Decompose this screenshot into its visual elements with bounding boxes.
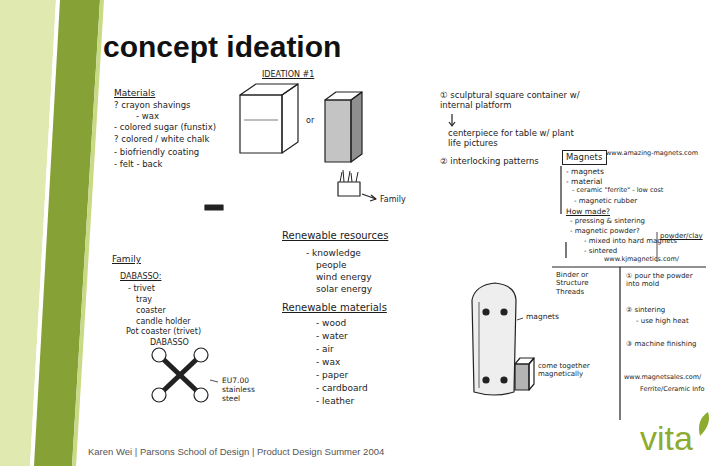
- sketch-note: DABASSO:: [120, 272, 161, 282]
- sketch-note: DABASSO: [150, 338, 189, 348]
- sketch-note: EU7.00 stainless steel: [222, 376, 274, 403]
- sketch-note: ? crayon shavings: [114, 100, 191, 110]
- sketch-note: - water: [316, 331, 348, 342]
- sketch-note: - wax: [136, 111, 159, 121]
- trivet-sketch: [152, 348, 218, 402]
- logo-text: vita: [640, 418, 693, 459]
- note-heading: Family: [112, 254, 141, 265]
- scribble: [205, 205, 223, 210]
- sketch-note: www.magnetsales.com/: [624, 374, 701, 382]
- sketch-note: coaster: [136, 306, 166, 316]
- down-arrow: [449, 114, 455, 126]
- sketch-note: or: [306, 116, 314, 126]
- sketch-note: magnets: [526, 312, 559, 321]
- logo-leaf: [699, 412, 709, 436]
- sketches: [152, 84, 706, 420]
- small-cube-sketch: [515, 358, 534, 390]
- sketch-note: - knowledge: [306, 248, 361, 259]
- sketch-note: Family: [380, 195, 406, 205]
- sketch-note: ① sculptural square container w/ interna…: [440, 90, 590, 110]
- note-heading: Renewable resources: [282, 230, 388, 242]
- sketch-note: ① pour the powder into mold: [626, 272, 704, 289]
- sketch-note: come together magnetically: [538, 362, 598, 379]
- sketch-note: - magnetic powder?: [570, 227, 640, 235]
- sketch-note: Pot coaster (trivet): [126, 327, 201, 337]
- sketch-note: candle holder: [136, 317, 191, 327]
- sketch-note: - cardboard: [316, 383, 368, 394]
- sketch-note: tray: [136, 295, 152, 305]
- sketch-note: people: [316, 260, 347, 271]
- sketch-note: www.amazing-magnets.com: [606, 150, 698, 158]
- sketch-note: - air: [316, 344, 334, 355]
- tall-box-sketch: [325, 92, 362, 162]
- olive-stripe: [34, 0, 100, 466]
- sketch-note: - pressing & sintering: [570, 217, 645, 225]
- sketch-note: - biofriendly coating: [114, 147, 199, 157]
- sketch-note: - material: [566, 177, 602, 186]
- sketch-note: - leather: [316, 396, 354, 407]
- sketch-note: - wood: [316, 318, 346, 329]
- boxed-heading: Magnets: [562, 150, 607, 165]
- sketch-note: ? colored / white chalk: [114, 134, 209, 144]
- sketch-note: - magnets: [566, 167, 604, 176]
- sketch-note: powder/clay: [660, 232, 703, 240]
- node-text: Magnets: [566, 152, 603, 162]
- cube-sketch: [240, 84, 298, 153]
- sketch-note: wind energy: [316, 272, 372, 283]
- sketch-note: solar energy: [316, 284, 372, 295]
- note-heading: Renewable materials: [282, 302, 387, 314]
- plant-box-sketch: [338, 170, 376, 201]
- sketch-note: - colored sugar (funstix): [114, 122, 216, 132]
- sketch-note: - paper: [316, 370, 348, 381]
- slide-title: concept ideation: [103, 30, 341, 64]
- sketch-note: - wax: [316, 357, 340, 368]
- sketch-note: www.kjmagnetics.com/: [604, 256, 679, 264]
- sketch-note: - magnetic rubber: [574, 197, 637, 205]
- sketch-note: - trivet: [128, 284, 155, 294]
- footer-text: Karen Wei | Parsons School of Design | P…: [88, 446, 384, 457]
- sketch-note: centerpiece for table w/ plant life pict…: [448, 128, 578, 148]
- sketch-note: Binder or Structure Threads: [556, 271, 616, 296]
- sketch-note: ② sintering: [626, 306, 665, 314]
- sketch-note: Ferrite/Ceramic Info: [640, 386, 704, 394]
- sketch-note: - use high heat: [636, 317, 689, 325]
- sketch-note: ③ machine finishing: [626, 340, 697, 348]
- light-stripe: [72, 0, 104, 466]
- sketch-note: - felt - back: [114, 159, 162, 169]
- sketch-note: ② interlocking patterns: [440, 156, 539, 166]
- sketch-note: - sintered: [584, 247, 617, 255]
- note-heading: Materials: [114, 88, 155, 99]
- sketch-note: How made?: [566, 207, 610, 216]
- sketch-note: - ceramic "ferrite" - low cost: [572, 187, 663, 195]
- magnet-tree-lines: [552, 166, 706, 420]
- sketch-heading: IDEATION #1: [262, 70, 314, 80]
